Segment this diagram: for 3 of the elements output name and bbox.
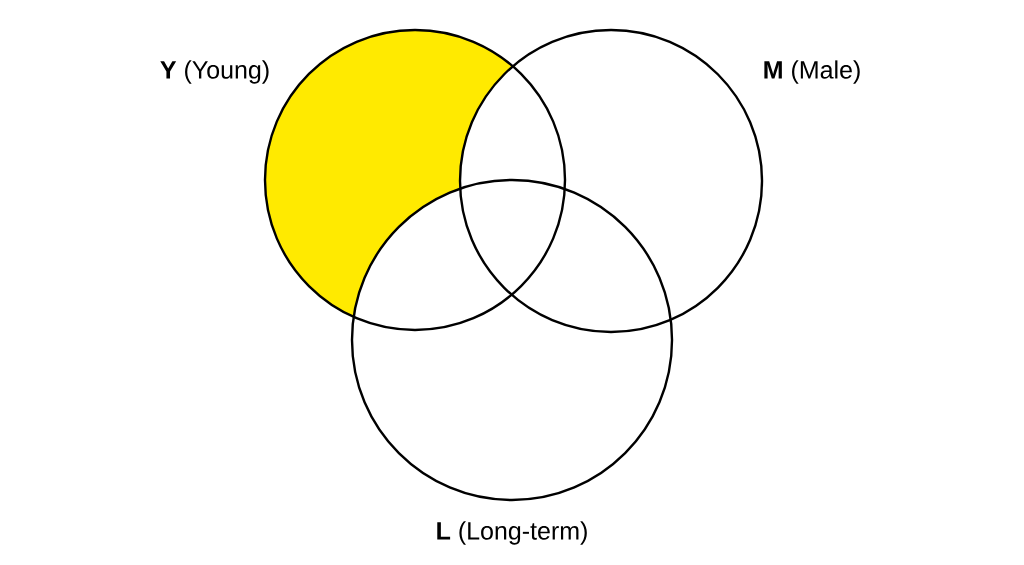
set-label: M (Male) <box>764 60 860 84</box>
set-label: L (Long-term) <box>437 521 587 545</box>
set-label: Y (Young) <box>160 60 269 84</box>
